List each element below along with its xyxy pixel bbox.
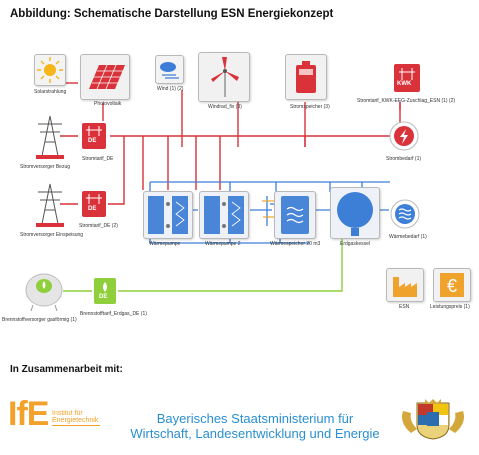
wind-turbine-icon (211, 57, 239, 97)
euro-icon: € (440, 273, 464, 297)
esn-label: ESN (399, 304, 410, 310)
tariff-de-label: Stromtarif_DE (82, 156, 114, 162)
tariff-de2-label: Stromtarif_DE (2) (79, 223, 118, 229)
pv-label: Photovoltaik (94, 101, 122, 107)
ife-divider (52, 425, 100, 426)
power-demand-label: Strombedarf (1) (386, 156, 422, 162)
esn-node[interactable] (386, 268, 424, 302)
heat-pump-2-label: Wärmepumpe 2 (205, 241, 241, 247)
solar-label: Solarstrahlung (34, 89, 67, 95)
de-badge: DE (88, 138, 97, 144)
fuel-tariff-label: Brennstofftarif_Erdgas_DE (1) (80, 311, 147, 317)
heat-pump-1-label: Wärmepumpe (149, 241, 181, 247)
solar-node[interactable] (34, 54, 66, 86)
kwk-node[interactable]: KWK (392, 62, 422, 94)
battery-label: Stromspeicher (3) (290, 104, 330, 110)
heat-pump-1-node[interactable] (143, 191, 193, 239)
ife-logo-mark: IfE (8, 395, 49, 433)
price-label: Leistungspreis (1) (430, 304, 470, 310)
boiler-label: Erdgaskessel (340, 241, 371, 247)
ife-logo: IfE Institut für Energietechnik (8, 395, 104, 439)
kwk-badge: KWK (397, 81, 412, 87)
gas-tank-icon (25, 273, 63, 312)
collab-heading: In Zusammenarbeit mit: (10, 364, 123, 375)
kwk-label: Stromtarif_KWK-EEG-Zuschlag_ESN (1) (2) (357, 98, 456, 104)
tariff-de2-node[interactable]: DE (80, 189, 108, 219)
battery-node[interactable] (285, 54, 327, 100)
wind-label: Wind (1) (2) (157, 86, 184, 92)
windrad-node[interactable] (198, 52, 250, 102)
tariff-de-icon (82, 191, 106, 217)
fuel-supply-node[interactable] (23, 272, 65, 312)
windrad-label: Windrad_fix (3) (208, 104, 242, 110)
battery-icon (296, 61, 316, 93)
heat-demand-label: Wärmebedarf (1) (389, 234, 427, 240)
tariff-kwk-icon (394, 64, 420, 92)
wind-node[interactable] (155, 55, 184, 84)
pv-node[interactable] (80, 54, 130, 100)
grid-supply-node[interactable] (34, 112, 66, 160)
ife-line2: Energietechnik (52, 417, 99, 424)
heat-demand-node[interactable] (389, 198, 421, 230)
solar-panel-icon (89, 64, 125, 90)
cloud-wind-icon (160, 62, 179, 79)
ministry-line2: Wirtschaft, Landesentwicklung und Energi… (130, 426, 380, 441)
ife-line1: Institut für (52, 410, 83, 417)
grid-feed-node[interactable] (34, 180, 66, 228)
bavarian-crest-icon (397, 397, 469, 441)
tariff-de-icon (82, 123, 106, 149)
de-badge: DE (99, 294, 108, 300)
tariff-de-node[interactable]: DE (80, 121, 108, 151)
heat-storage-icon (281, 196, 309, 234)
grid-feed-label: Stromversorger Einspeisung (20, 232, 84, 238)
fuel-supply-label: Brennstoffversorger gasförmig (1) (2, 317, 77, 323)
price-node[interactable]: € (433, 268, 471, 302)
boiler-node[interactable] (330, 187, 380, 239)
power-pylon-icon (36, 115, 64, 159)
heat-pump-2-node[interactable] (199, 191, 249, 239)
heat-pump-icon (204, 196, 244, 234)
fuel-tariff-icon (94, 278, 116, 304)
de-badge: DE (88, 206, 97, 212)
heat-demand-icon (390, 199, 420, 229)
heat-storage-node[interactable] (274, 191, 316, 239)
ministry-text: Bayerisches Staatsministerium für Wirtsc… (116, 411, 394, 441)
grid-supply-label: Stromversorger Bezug (20, 164, 71, 170)
heat-pump-icon (148, 196, 188, 234)
svg-text:€: € (447, 276, 457, 296)
power-demand-icon (389, 121, 419, 151)
heat-storage-label: Wärmespeicher 20 m3 (270, 241, 321, 247)
page-title: Abbildung: Schematische Darstellung ESN … (10, 8, 334, 20)
power-demand-node[interactable] (388, 120, 420, 152)
gas-boiler-icon (337, 192, 373, 236)
fuel-tariff-node[interactable]: DE (92, 276, 118, 306)
ministry-line1: Bayerisches Staatsministerium für (156, 411, 354, 426)
sun-icon (37, 57, 63, 83)
factory-icon (393, 277, 417, 297)
power-pylon-icon (36, 183, 64, 227)
